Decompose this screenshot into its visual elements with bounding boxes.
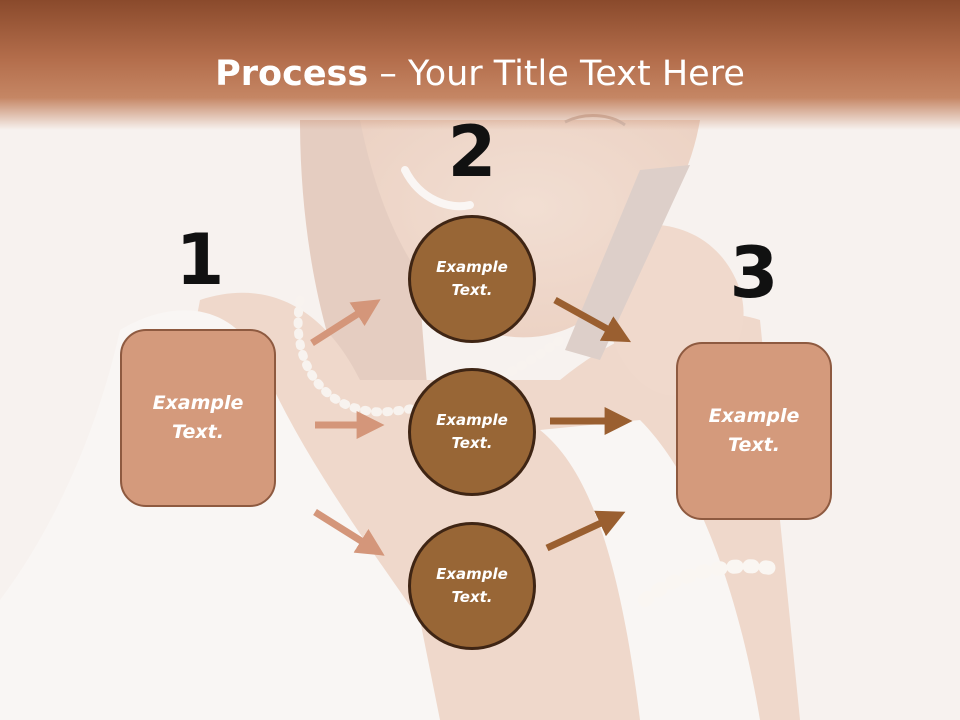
arrow-box-to-circle-3 xyxy=(313,509,385,556)
arrow-circle-1-to-box xyxy=(553,296,632,343)
title-band xyxy=(0,0,960,130)
slide-title: Process – Your Title Text Here xyxy=(0,52,960,96)
step-1-text: Example Text. xyxy=(152,392,244,443)
step-3-text: Example Text. xyxy=(708,405,800,456)
step-number-2: 2 xyxy=(447,111,497,193)
step-3-box[interactable]: Example Text. xyxy=(676,342,832,520)
circle-middle-text: Example Text. xyxy=(436,411,508,452)
step-2-circle-middle[interactable]: Example Text. xyxy=(408,368,536,496)
title-rest: – Your Title Text Here xyxy=(368,54,745,94)
step-2-circle-bottom[interactable]: Example Text. xyxy=(408,522,536,650)
arrow-circle-3-to-box xyxy=(545,510,626,552)
step-2-circle-top[interactable]: Example Text. xyxy=(408,215,536,343)
step-number-3: 3 xyxy=(729,232,779,314)
circle-top-text: Example Text. xyxy=(436,258,508,299)
title-bold: Process xyxy=(215,54,369,94)
circle-bottom-text: Example Text. xyxy=(436,565,508,606)
step-1-box[interactable]: Example Text. xyxy=(120,329,276,507)
step-number-1: 1 xyxy=(175,219,225,301)
arrow-box-to-circle-1 xyxy=(310,299,381,346)
